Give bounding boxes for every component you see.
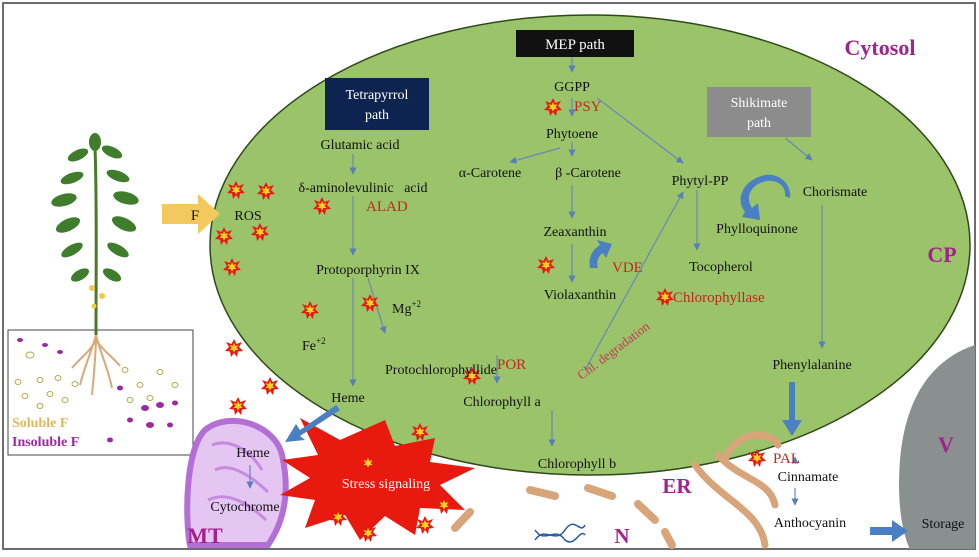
fe-superscript: +2 [316,336,326,346]
chorismate-label: Chorismate [803,185,868,200]
fe-text: Fe [302,339,316,354]
ggpp-label: GGPP [554,80,590,95]
f-input-arrow [162,194,220,234]
ala-label: δ-aminolevulinic acid [298,181,427,196]
phytoene-label: Phytoene [546,127,598,142]
chlorophyllase-enzyme: Chlorophyllase [673,290,765,306]
phylloquinone-label: Phylloquinone [716,222,798,237]
chlorophyll-a-label: Chlorophyll a [463,395,541,410]
shikimate-path-box [707,87,811,137]
glutamic-acid-label: Glutamic acid [321,138,400,153]
violaxanthin-label: Violaxanthin [544,288,616,303]
fe-label: Fe+2 [302,336,326,354]
flow-arrows [285,174,908,542]
tocopherol-label: Tocopherol [689,260,753,275]
mg-text: Mg [392,302,411,317]
plant [51,133,139,396]
heme-mitochondrion-label: Heme [236,446,269,461]
stress-signaling-label: Stress signaling [342,477,430,492]
heme-chloroplast-label: Heme [331,391,364,406]
cytochrome-label: Cytochrome [210,500,279,515]
mg-label: Mg+2 [392,299,421,317]
f-label: F [191,208,199,224]
vacuole [899,345,975,549]
anthocyanin-label: Anthocyanin [774,516,846,531]
por-enzyme: POR [497,357,526,373]
mg-superscript: +2 [411,299,421,309]
nuclear-envelope [451,484,676,549]
insoluble-f-label: Insoluble F [12,435,79,450]
phytyl-pp-label: Phytyl-PP [672,174,729,189]
psy-enzyme: PSY [574,99,602,115]
cinnamate-label: Cinnamate [778,470,839,485]
pal-enzyme: PAL [773,451,800,467]
er-label: ER [662,474,692,498]
shikimate-path-label-1: Shikimate [731,96,788,111]
endoplasmic-reticulum [691,431,782,549]
soluble-f-label: Soluble F [12,416,68,431]
cytosol-label: Cytosol [845,35,916,60]
shikimate-path-label-2: path [747,116,771,131]
ros-label: ROS [234,209,261,224]
tetrapyrrol-path-label-1: Tetrapyrrol [346,88,409,103]
mep-path-box [516,30,634,57]
protoporphyrin-label: Protoporphyrin IX [316,263,420,278]
mitochondrion [184,418,289,548]
chlorophyll-b-label: Chlorophyll b [538,457,616,472]
v-label: V [938,432,954,457]
mep-path-label: MEP path [545,37,605,53]
protochlorophyllide-label: Protochlorophyllide [385,363,497,378]
alpha-carotene-label: α-Carotene [459,166,522,181]
n-label: N [614,524,629,548]
beta-carotene-label: β -Carotene [555,166,621,181]
zeaxanthin-label: Zeaxanthin [544,225,607,240]
mt-label: MT [187,523,223,548]
cp-label: CP [927,242,956,267]
alad-enzyme: ALAD [366,199,408,215]
tetrapyrrol-path-box [325,78,429,130]
stress-signaling-burst [280,418,475,540]
phenylalanine-label: Phenylalanine [772,358,851,373]
tetrapyrrol-path-label-2: path [365,108,389,123]
vde-enzyme: VDE [612,260,643,276]
soil-particles [14,338,179,443]
dna-helix [534,523,586,543]
pathway-arrows [349,57,826,506]
chloroplast [209,14,971,476]
storage-label: Storage [922,517,965,532]
